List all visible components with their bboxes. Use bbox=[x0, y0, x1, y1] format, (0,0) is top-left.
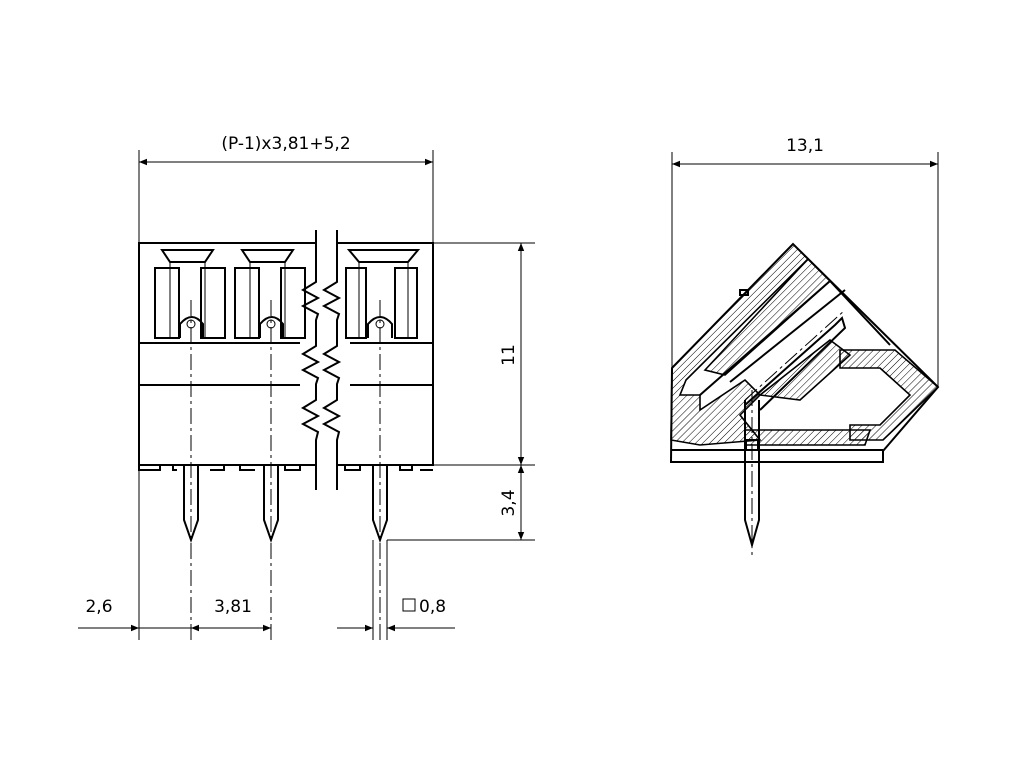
pin-size-label: 0,8 bbox=[419, 597, 446, 617]
height-label: 11 bbox=[499, 344, 519, 366]
side-width-label: 13,1 bbox=[786, 136, 824, 156]
side-view bbox=[669, 242, 940, 555]
pins bbox=[183, 465, 388, 544]
square-symbol-icon bbox=[402, 598, 416, 612]
dimensions: (P-1)x3,81+5,2 13,1 11 3,4 2,6 3,81 0,8 bbox=[78, 134, 939, 640]
housing-left bbox=[138, 242, 316, 471]
break-lines bbox=[300, 230, 342, 490]
overall-width-label: (P-1)x3,81+5,2 bbox=[221, 134, 350, 154]
edge-offset-label: 2,6 bbox=[85, 597, 112, 617]
housing-right bbox=[337, 242, 434, 471]
pitch-label: 3,81 bbox=[214, 597, 252, 617]
pin-length-label: 3,4 bbox=[499, 489, 519, 516]
front-view bbox=[138, 230, 434, 640]
